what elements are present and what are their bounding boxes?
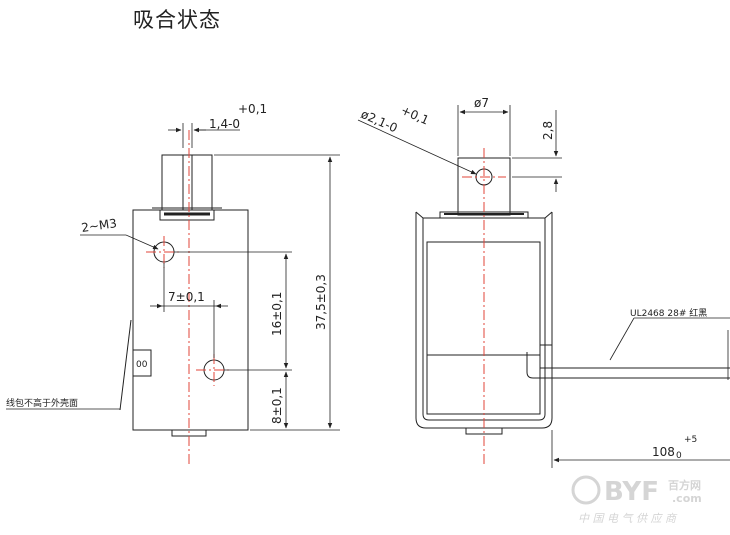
lead-length-sub: 0 <box>676 451 682 461</box>
right-dimensions <box>357 105 730 468</box>
thread-label: 2~M3 <box>80 216 117 235</box>
watermark-brand: BYF <box>604 477 659 507</box>
marking-text: 00 <box>136 360 148 370</box>
right-center-lines <box>462 148 506 465</box>
wire-label: UL2468 28# 红黑 <box>630 307 707 319</box>
housing-outline <box>132 209 249 431</box>
plunger-slot <box>182 154 193 211</box>
watermark-domain: .com <box>672 492 702 505</box>
lead-wire-outer <box>526 352 730 379</box>
watermark-logo-icon <box>571 475 601 505</box>
plunger-width-tol: +0,1 <box>238 102 267 116</box>
right-labels: ø7 2,8 ø2,1-0 +0,1 UL2468 28# 红黑 108 0 +… <box>359 96 707 461</box>
right-view <box>415 157 730 435</box>
lead-length-sup: +5 <box>684 435 697 445</box>
cap-height-label: 2,8 <box>541 121 555 140</box>
watermark: BYF 百方网 .com 中 国 电 气 供 应 商 <box>571 475 702 525</box>
vertical-spacing-label: 16±0,1 <box>270 292 284 336</box>
cap-diameter-label: ø7 <box>474 96 489 110</box>
left-center-lines <box>146 130 232 465</box>
marking-box <box>132 349 152 377</box>
plunger-width-label: 1,4-0 <box>209 117 240 131</box>
pin-hole-label: ø2,1-0 <box>359 107 400 135</box>
page-title: 吸合状态 <box>133 8 221 32</box>
coil-note: 线包不高于外壳面 <box>6 397 78 409</box>
bottom-offset-label: 8±0,1 <box>270 387 284 424</box>
watermark-brand-cn: 百方网 <box>668 478 701 492</box>
pin-hole-tol: +0,1 <box>399 103 431 128</box>
plunger-outline <box>161 154 213 211</box>
left-dimensions <box>80 123 340 431</box>
hole-spacing-label: 7±0,1 <box>168 290 205 304</box>
watermark-slogan: 中 国 电 气 供 应 商 <box>578 512 678 525</box>
lead-wire-inner <box>539 345 730 369</box>
overall-length-label: 37,5±0,3 <box>314 274 328 330</box>
lead-length-label: 108 <box>652 445 675 459</box>
left-labels: 1,4-0 +0,1 2~M3 7±0,1 16±0,1 8±0,1 37,5±… <box>6 102 328 424</box>
